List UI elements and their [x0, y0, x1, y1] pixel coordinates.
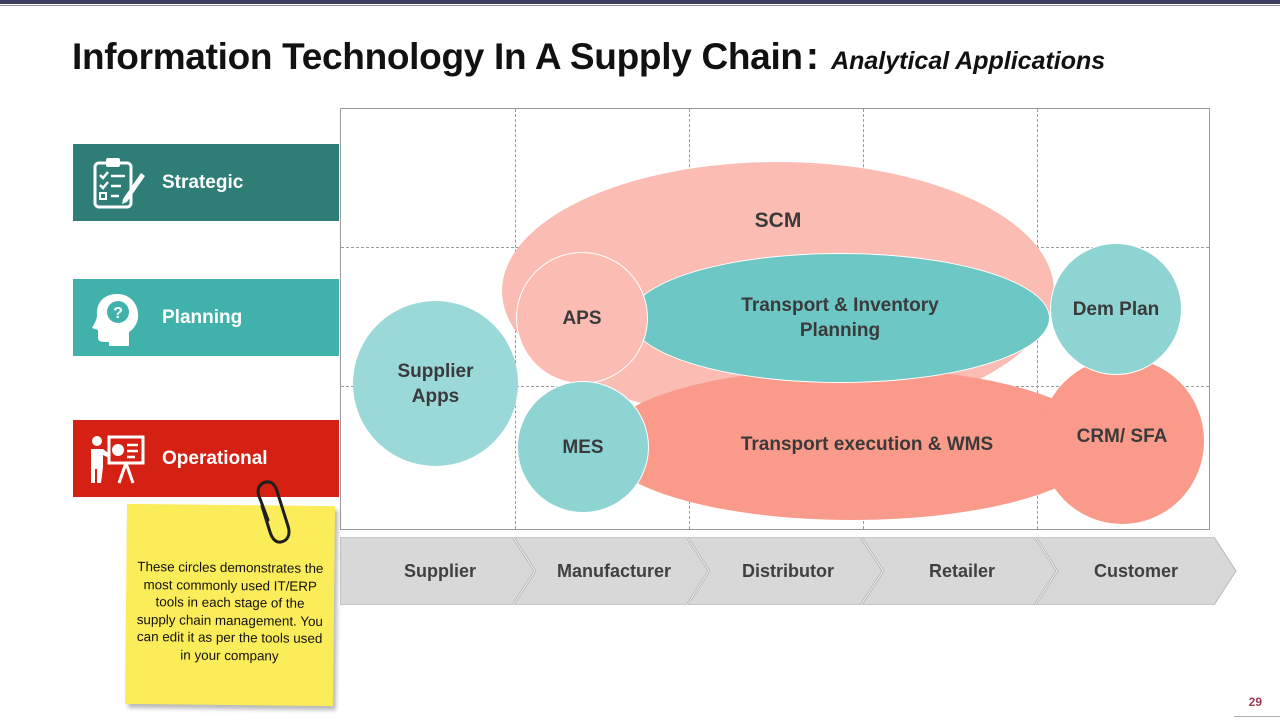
svg-text:?: ? — [113, 305, 123, 322]
transport-inventory-ellipse: Transport & Inventory Planning — [630, 253, 1050, 383]
supply-chain-stages: Supplier Manufacturer Distributor Retail… — [340, 537, 1240, 605]
stage-manufacturer: Manufacturer — [556, 560, 672, 581]
mes-circle: MES — [517, 381, 649, 513]
mes-label: MES — [562, 436, 604, 458]
transport-execution-ellipse: Transport execution & WMS — [602, 368, 1102, 520]
transport-inventory-label: Transport & Inventory Planning — [741, 295, 939, 341]
stage-retailer: Retailer — [928, 560, 996, 581]
title-main: Information Technology In A Supply Chain — [72, 36, 803, 77]
transport-execution-label: Transport execution & WMS — [740, 433, 994, 455]
level-label: Operational — [162, 447, 268, 469]
top-accent-line — [0, 5, 1280, 6]
page-number: 29 — [1248, 695, 1262, 709]
crm-sfa-label: CRM/ SFA — [1076, 425, 1168, 447]
head-question-icon: ? — [87, 288, 147, 348]
page-number-underline — [1234, 716, 1280, 717]
stage-supplier: Supplier — [403, 560, 476, 581]
slide-title: Information Technology In A Supply Chain… — [72, 34, 1105, 82]
level-label: Planning — [162, 306, 243, 328]
title-subtitle: Analytical Applications — [831, 47, 1106, 75]
level-strategic: Strategic — [73, 144, 339, 221]
stage-distributor: Distributor — [742, 560, 834, 581]
level-planning: ? Planning — [73, 279, 339, 356]
level-operational: Operational — [73, 420, 339, 497]
level-label: Strategic — [162, 171, 244, 193]
title-colon: : — [805, 34, 820, 78]
top-accent-bar — [0, 0, 1280, 4]
stage-chevrons — [340, 537, 1237, 605]
dem-plan-circle: Dem Plan — [1050, 243, 1182, 375]
supplier-apps-label: Supplier Apps — [397, 360, 474, 407]
crm-sfa-circle: CRM/ SFA — [1040, 358, 1204, 524]
sticky-note-text: These circles demonstrates the most comm… — [136, 559, 324, 664]
presenter-chart-icon — [87, 429, 147, 489]
checklist-pencil-icon — [87, 153, 147, 213]
scm-label: SCM — [754, 209, 802, 232]
supplier-apps-circle: Supplier Apps — [353, 301, 518, 466]
paperclip-icon — [256, 480, 291, 544]
dem-plan-label: Dem Plan — [1072, 298, 1160, 320]
stage-customer: Customer — [1093, 560, 1178, 581]
sticky-note: These circles demonstrates the most comm… — [124, 503, 336, 707]
aps-label: APS — [562, 307, 602, 329]
aps-circle: APS — [516, 252, 648, 384]
